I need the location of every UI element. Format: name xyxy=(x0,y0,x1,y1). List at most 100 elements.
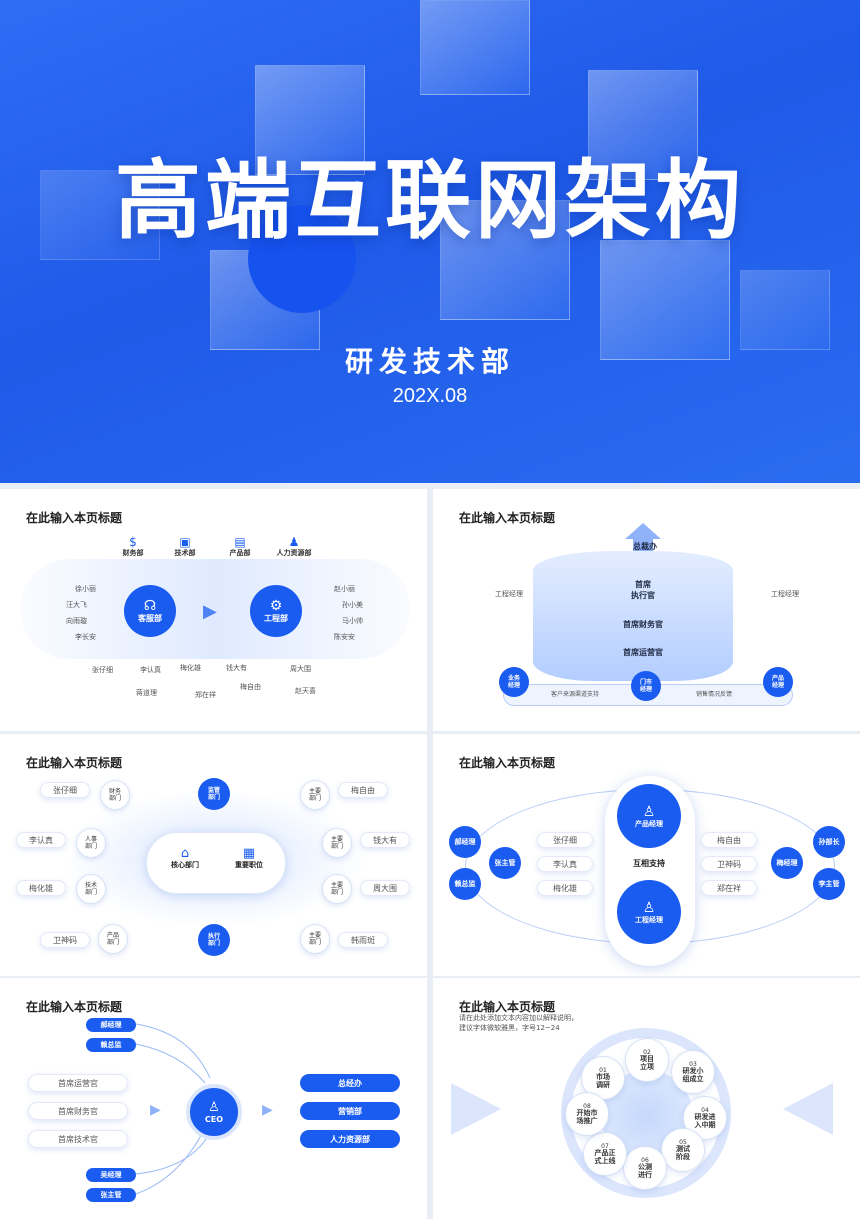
step-02: 02 项目 立项 xyxy=(625,1038,669,1082)
name-pill: 钱大有 xyxy=(360,832,410,848)
ceo-office-label: 总裁办 xyxy=(633,542,657,551)
person-icon: ♙ xyxy=(208,1099,220,1115)
layer-label: 首席运营官 xyxy=(623,648,663,657)
right-node: 主要 部门 xyxy=(322,874,352,904)
step-05: 05 测试 阶段 xyxy=(661,1128,705,1172)
node-left-outer: 赖总监 xyxy=(449,868,481,900)
right-node: 主要 部门 xyxy=(300,780,330,810)
name-pill: 卫神码 xyxy=(701,856,757,872)
service-dept-node: ☊ 客服部 xyxy=(124,585,176,637)
cube-shape xyxy=(740,270,830,350)
computer-icon: ▣ xyxy=(179,535,191,549)
side-label: 工程经理 xyxy=(495,590,523,598)
node-execution: 执行 部门 xyxy=(198,924,230,956)
node-store-manager: 门市 经理 xyxy=(631,671,661,701)
name-label: 钱大有 xyxy=(226,664,247,672)
side-label: 工程经理 xyxy=(771,590,799,598)
name-pill: 韩雨斑 xyxy=(338,932,388,948)
name-label: 郑在祥 xyxy=(195,691,216,699)
flow-label: 客户来源渠道支持 xyxy=(551,691,600,698)
arrow-right-icon: ▶ xyxy=(150,1102,161,1118)
dept-finance: $ 财务部 xyxy=(118,535,148,557)
name-pill: 张仔细 xyxy=(537,832,593,848)
cylinder xyxy=(533,551,733,681)
finance-icon: $ xyxy=(129,535,137,549)
name-pill: 梅化雄 xyxy=(16,880,66,896)
gear-icon: ⚙ xyxy=(269,598,283,615)
arrow-right-icon: ▶ xyxy=(262,1102,273,1118)
node-product-manager: 产品 经理 xyxy=(763,667,793,697)
center-label: 互相支持 xyxy=(633,858,665,868)
slide-3: 在此输入本页标题 监管 部门 执行 部门 ⌂ 核心部门 ▦ 重要职位 财务 部门… xyxy=(0,734,427,976)
bottom-pill: 吴经理 xyxy=(86,1168,136,1182)
left-pill: 首席运营官 xyxy=(28,1074,128,1092)
slide-title: 在此输入本页标题 xyxy=(459,1000,556,1014)
desk-icon: ⌂ xyxy=(180,846,190,861)
dept-product: ▤ 产品部 xyxy=(225,535,255,557)
left-pill: 首席技术官 xyxy=(28,1130,128,1148)
band xyxy=(20,559,410,659)
arrow-up-icon xyxy=(625,523,661,539)
name-label: 李长安 xyxy=(75,633,96,641)
slide-title: 在此输入本页标题 xyxy=(26,756,123,770)
node-right-outer: 李主管 xyxy=(813,868,845,900)
step-03: 03 研发小 组成立 xyxy=(671,1050,715,1094)
flow-label: 销售情况反馈 xyxy=(696,691,733,698)
name-label: 陈安安 xyxy=(334,633,355,641)
slide-4: 在此输入本页标题 ♙ 产品经理 互相支持 ♙ 工程经理 张仔细 李认真 梅化雄 … xyxy=(433,734,860,976)
name-label: 汪大飞 xyxy=(66,601,87,609)
left-node: 技术 部门 xyxy=(76,874,106,904)
node-right-inner: 梅经理 xyxy=(771,847,803,879)
step-08: 08 开始市 场推广 xyxy=(565,1092,609,1136)
cube-shape xyxy=(40,170,160,260)
name-label: 赵天喜 xyxy=(295,687,316,695)
name-label: 周大围 xyxy=(290,665,311,673)
name-label: 向雨璇 xyxy=(66,617,87,625)
layer-label: 首席 执行官 xyxy=(631,580,655,600)
top-pill: 赖总监 xyxy=(86,1038,136,1052)
name-label: 张仔细 xyxy=(92,666,113,674)
right-node: 主要 部门 xyxy=(322,828,352,858)
right-pill: 营销部 xyxy=(300,1102,400,1120)
ceo-node: ♙ CEO xyxy=(186,1084,242,1140)
cover-title: 高端互联网架构 xyxy=(115,151,745,251)
headset-icon: ☊ xyxy=(143,598,157,615)
left-node: 人事 部门 xyxy=(76,828,106,858)
arrow-in-left xyxy=(451,1083,501,1135)
name-label: 梅化雄 xyxy=(180,664,201,672)
slide-title: 在此输入本页标题 xyxy=(26,511,123,525)
node-supervision: 监管 部门 xyxy=(198,778,230,810)
layer-label: 首席财务官 xyxy=(623,620,663,629)
name-label: 李认真 xyxy=(140,666,161,674)
slide-1: 在此输入本页标题 $ 财务部 ▣ 技术部 ▤ 产品部 ♟ 人力资源部 ☊ 客服部… xyxy=(0,489,427,731)
right-pill: 总经办 xyxy=(300,1074,400,1092)
name-label: 孙小美 xyxy=(342,601,363,609)
center-capsule xyxy=(146,832,286,894)
person-icon: ♙ xyxy=(642,899,656,916)
connector-lines xyxy=(135,1023,211,1195)
name-label: 赵小丽 xyxy=(334,585,355,593)
right-node: 主要 部门 xyxy=(300,924,330,954)
document-icon: ▦ xyxy=(242,846,256,861)
left-node: 财务 部门 xyxy=(100,780,130,810)
core-dept: ⌂ 核心部门 xyxy=(160,846,210,869)
name-pill: 卫神码 xyxy=(40,932,90,948)
name-pill: 周大围 xyxy=(360,880,410,896)
cube-shape xyxy=(255,65,365,175)
name-pill: 李认真 xyxy=(16,832,66,848)
name-label: 梅自由 xyxy=(240,683,261,691)
people-icon: ♟ xyxy=(288,535,300,549)
dept-hr: ♟ 人力资源部 xyxy=(272,535,316,557)
name-pill: 李认真 xyxy=(537,856,593,872)
name-pill: 梅自由 xyxy=(338,782,388,798)
top-pill: 郝经理 xyxy=(86,1018,136,1032)
arrow-in-right xyxy=(783,1083,833,1135)
node-left-outer: 郝经理 xyxy=(449,826,481,858)
description-text: 请在此处添加文本内容加以解释说明， 建议字体微软雅黑，字号12~24 xyxy=(459,1014,578,1032)
decor-circle xyxy=(248,205,356,313)
cube-shape xyxy=(600,240,730,360)
right-pill: 人力资源部 xyxy=(300,1130,400,1148)
cube-shape xyxy=(440,200,570,320)
arrow-right-icon: ▶ xyxy=(203,601,217,622)
cover-slide: 高端互联网架构 研发技术部 202X.08 xyxy=(0,0,860,483)
